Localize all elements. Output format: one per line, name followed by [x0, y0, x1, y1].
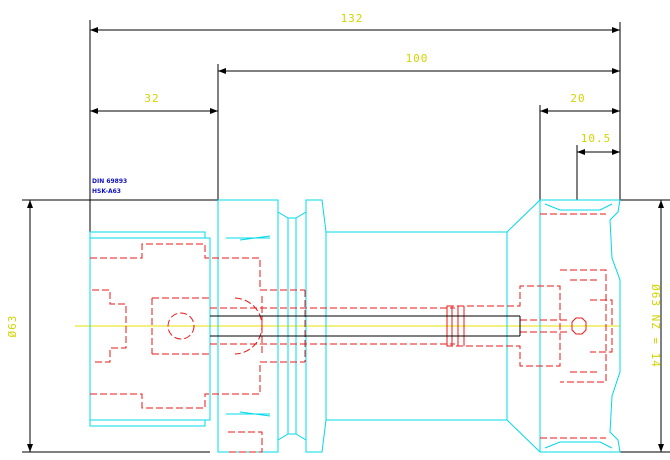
neck-and-nose-outline [326, 199, 621, 453]
dimension-nose-label: 20 [570, 92, 585, 105]
hidden-collet-geometry [446, 213, 613, 439]
dimension-flange: 32 [90, 92, 218, 114]
standard-note: DIN 69893 [92, 178, 127, 185]
dimension-main: 100 [217, 52, 620, 200]
dimension-overall: 132 [89, 12, 621, 232]
dimension-flange-label: 32 [144, 92, 159, 105]
dimension-nose: 20 [539, 92, 620, 200]
dimension-diameter-right-label: Ø63 NZ = 14 [649, 284, 662, 368]
dimension-tip: 10.5 [576, 132, 620, 200]
dimension-diameter-left-label: Ø63 [6, 315, 19, 338]
section-lines [210, 315, 521, 337]
dimension-tip-label: 10.5 [581, 132, 612, 145]
dimension-diameter-left: Ø63 [6, 199, 218, 453]
dimension-overall-label: 132 [341, 12, 364, 25]
dimension-diameter-right: Ø63 NZ = 14 [540, 199, 670, 453]
hidden-internal-geometry [90, 243, 455, 453]
hsk-shank-outline [89, 231, 211, 427]
interface-note: HSK-A63 [92, 188, 121, 195]
dimension-main-label: 100 [406, 52, 429, 65]
